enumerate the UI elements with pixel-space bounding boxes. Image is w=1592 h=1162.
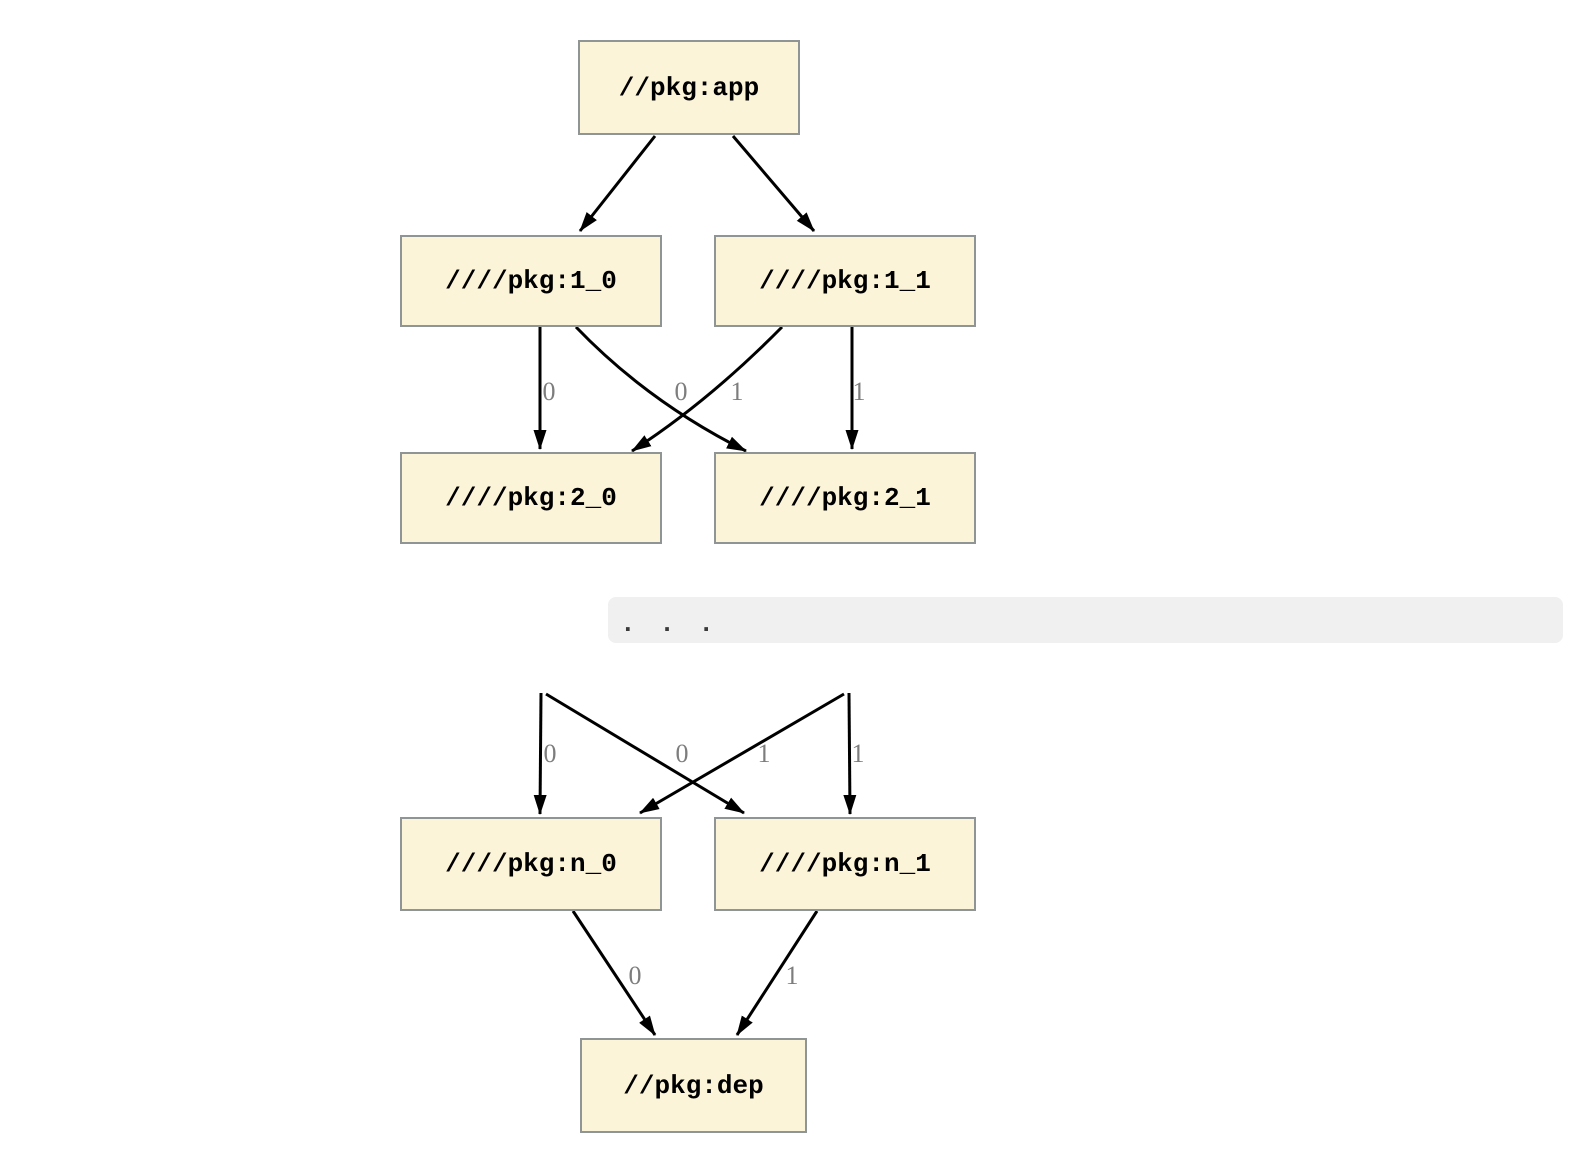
edge-label-ellipsis-to-pkgn_0: 0 [543, 739, 557, 768]
edge-label-ellipsis-to-pkgn_1: 1 [851, 739, 865, 768]
edge-label-pkgn_0-to-dep: 0 [628, 961, 642, 990]
edge-app-to-pkg1_1 [731, 135, 816, 232]
edge-label-pkg1_0-to-pkg2_1: 1 [730, 377, 744, 406]
node-pkgn_0: ////pkg:n_0 [400, 817, 662, 911]
node-pkgn_1: ////pkg:n_1 [714, 817, 976, 911]
node-app: //pkg:app [578, 40, 800, 135]
edge-label-pkgn_1-to-dep: 1 [785, 961, 799, 990]
edge-pkg1_0-to-pkg2_1 [574, 325, 747, 453]
edge-ellipsis-to-pkgn_1 [843, 692, 857, 815]
edge-ellipsis-to-pkgn_0 [639, 692, 845, 815]
edge-pkg1_1-to-pkg2_0 [631, 325, 784, 453]
edge-label-ellipsis-to-pkgn_1: 1 [757, 739, 771, 768]
node-dep: //pkg:dep [580, 1038, 807, 1133]
ellipsis-dots: . . . [620, 609, 719, 639]
edge-label-pkg1_0-to-pkg2_0: 0 [542, 377, 556, 406]
edge-app-to-pkg1_0 [578, 135, 657, 232]
edge-pkgn_1-to-dep [735, 910, 819, 1036]
node-pkg1_0: ////pkg:1_0 [400, 235, 662, 327]
edge-label-pkg1_1-to-pkg2_0: 0 [674, 377, 688, 406]
node-pkg2_0: ////pkg:2_0 [400, 452, 662, 544]
edge-pkgn_0-to-dep [571, 910, 657, 1036]
edge-label-pkg1_1-to-pkg2_1: 1 [852, 377, 866, 406]
node-pkg2_1: ////pkg:2_1 [714, 452, 976, 544]
node-pkg1_1: ////pkg:1_1 [714, 235, 976, 327]
edge-ellipsis-to-pkgn_0 [533, 692, 547, 815]
ellipsis-band: . . . [608, 597, 1563, 643]
edge-ellipsis-to-pkgn_1 [545, 692, 745, 815]
edge-label-ellipsis-to-pkgn_0: 0 [675, 739, 689, 768]
